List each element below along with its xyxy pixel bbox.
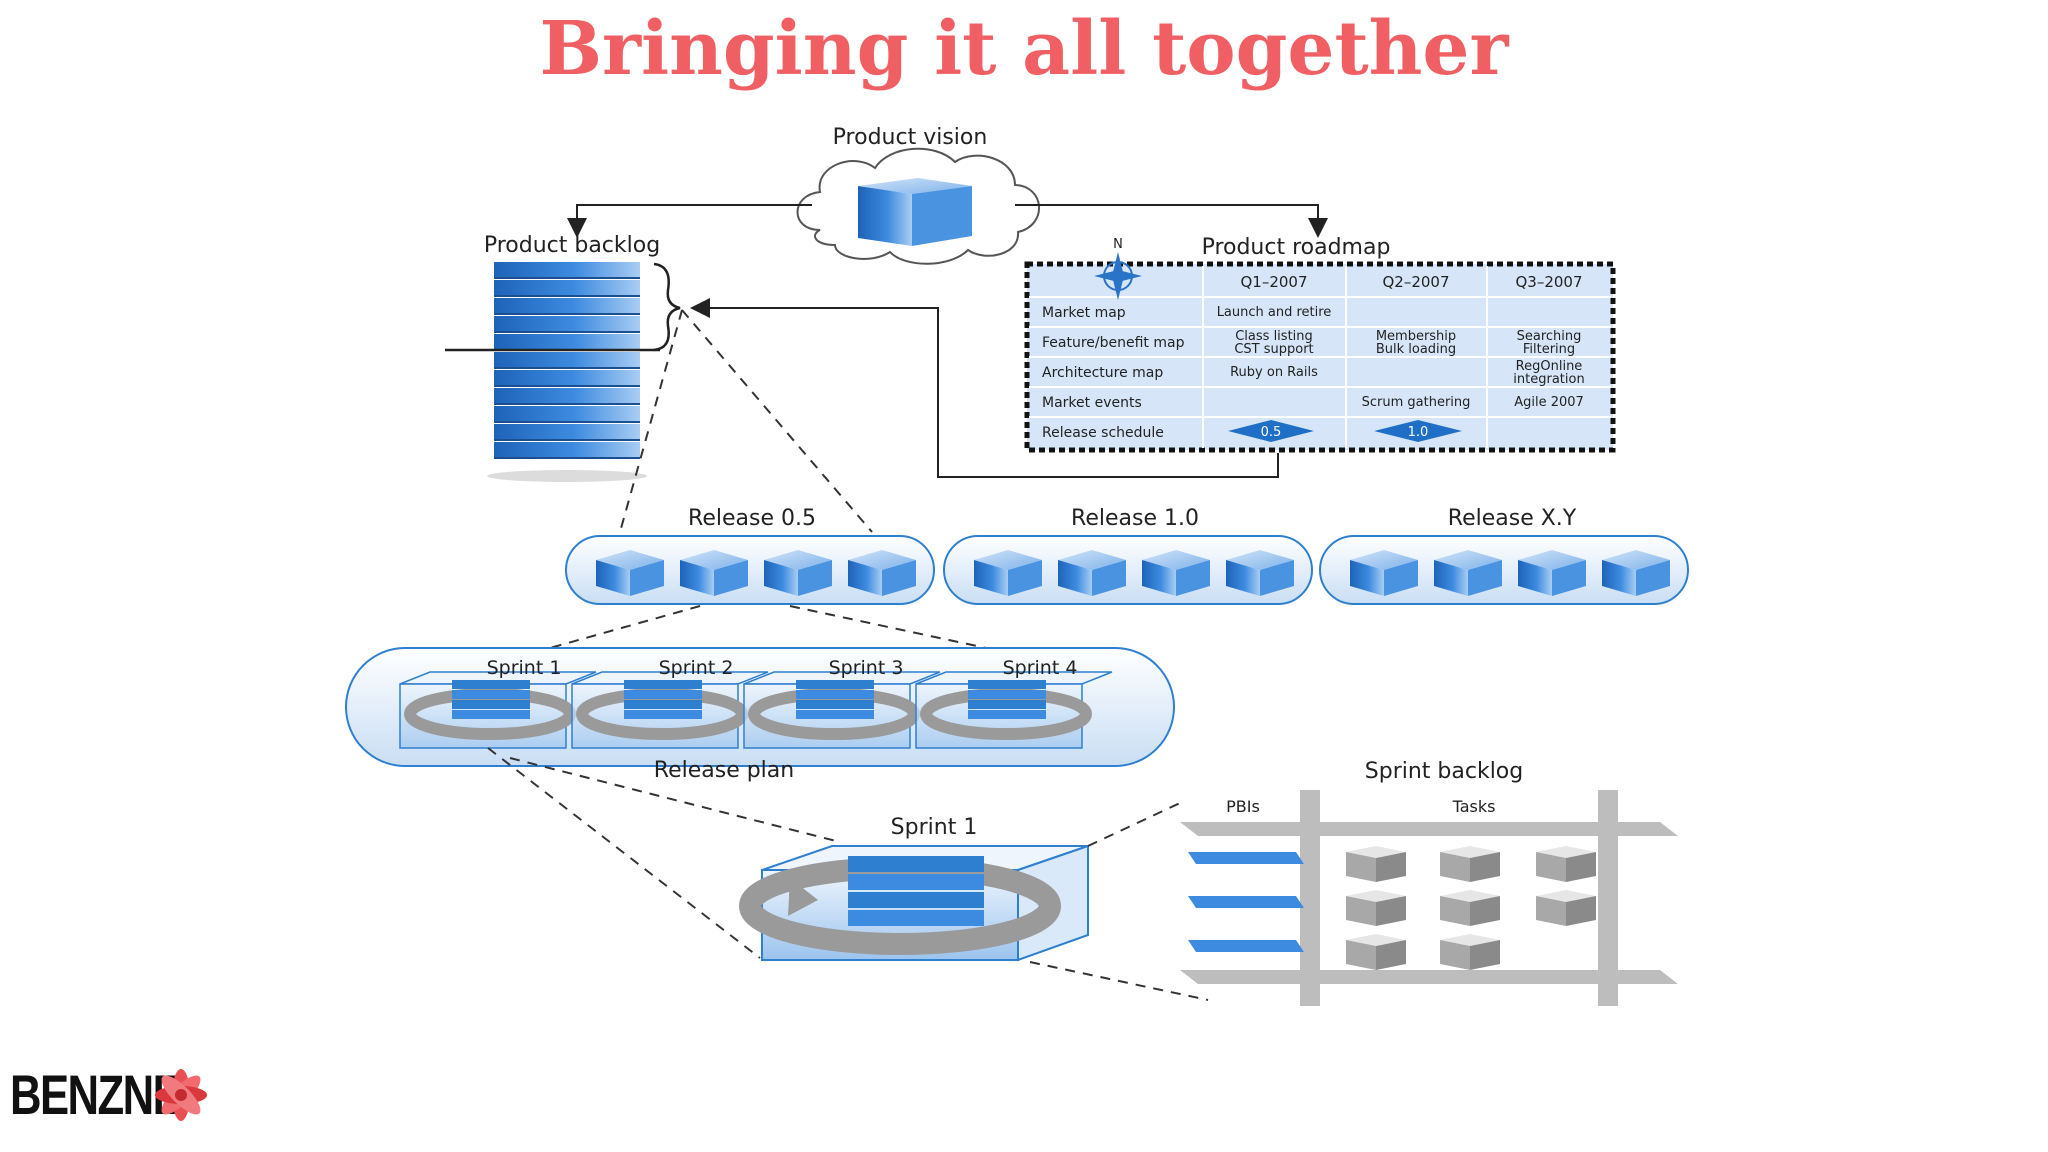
release-item-cube — [764, 550, 832, 596]
task-cube — [1440, 890, 1500, 926]
product-roadmap-label: Product roadmap — [1202, 235, 1391, 260]
quarter-header: Q1–2007 — [1240, 273, 1307, 291]
sprint-label: Sprint 2 — [659, 657, 734, 679]
release-item-cube — [1434, 550, 1502, 596]
release-item-cube — [848, 550, 916, 596]
task-cube — [1346, 890, 1406, 926]
roadmap-row-label: Release schedule — [1042, 425, 1164, 441]
release-pill — [943, 535, 1313, 605]
pbi-bars — [1188, 852, 1304, 952]
backlog-item — [494, 442, 640, 459]
milestone-marker: 0.5 — [1228, 420, 1314, 442]
backlog-to-release-dashes — [619, 309, 873, 533]
backlog-feedback-line — [690, 298, 1279, 478]
task-cube — [1536, 846, 1596, 882]
release-plan-sprint-box — [915, 671, 1113, 749]
backlog-item — [494, 262, 640, 279]
release-pill — [1319, 535, 1689, 605]
sprint-backlog-label: Sprint backlog — [1365, 759, 1523, 784]
brand-logo-text: BENZNE — [10, 1063, 182, 1126]
release-to-plan-dashes — [549, 605, 1006, 653]
compass-north-label: N — [1113, 237, 1123, 252]
roadmap-row-label: Market events — [1042, 395, 1142, 411]
release-plan-sprint-box — [399, 671, 597, 749]
release-item-cube — [1602, 550, 1670, 596]
backlog-item — [494, 352, 640, 369]
backlog-item — [494, 334, 640, 351]
task-cube — [1440, 934, 1500, 970]
backlog-item — [494, 406, 640, 423]
milestone-marker: 1.0 — [1374, 420, 1462, 442]
sprint-to-backlog-dashes — [1029, 802, 1209, 1001]
compass-icon: N — [1094, 237, 1142, 300]
task-cube — [1346, 846, 1406, 882]
backlog-item — [494, 316, 640, 333]
release-label: Release 1.0 — [1071, 506, 1199, 531]
release-item-cube — [1142, 550, 1210, 596]
backlog-item — [494, 298, 640, 315]
backlog-stack — [487, 262, 647, 482]
release-item-cube — [1058, 550, 1126, 596]
release-plan-sprints — [399, 671, 1113, 749]
sprint-label: Sprint 4 — [1003, 657, 1078, 679]
release-plan-sprint-box — [571, 671, 769, 749]
release-item-cube — [1226, 550, 1294, 596]
product-vision-label: Product vision — [833, 125, 988, 150]
milestone-label: 0.5 — [1261, 425, 1282, 440]
release-item-cube — [680, 550, 748, 596]
vision-arrows — [567, 204, 1328, 238]
sprint-backlog-grid — [1180, 790, 1678, 1006]
roadmap-table: N Q1–2007 Q2–2007 Q3–2007 Market map Fea… — [1024, 237, 1616, 453]
roadmap-cell: Agile 2007 — [1514, 395, 1584, 410]
sprint-detail-box — [739, 844, 1089, 962]
sprint-label: Sprint 1 — [487, 657, 562, 679]
slide-title: Bringing it all together — [539, 6, 1509, 92]
release-label: Release X.Y — [1448, 506, 1577, 531]
milestone-label: 1.0 — [1408, 425, 1429, 440]
roadmap-row-label: Market map — [1042, 305, 1126, 321]
task-cube — [1536, 890, 1596, 926]
quarter-header: Q2–2007 — [1382, 273, 1449, 291]
roadmap-cell: Ruby on Rails — [1230, 365, 1318, 380]
plan-to-sprint-dashes — [487, 747, 841, 959]
release-item-cube — [596, 550, 664, 596]
task-cubes — [1346, 846, 1596, 970]
roadmap-cell: Launch and retire — [1217, 305, 1332, 320]
release-plan-label: Release plan — [654, 758, 794, 783]
backlog-item — [494, 280, 640, 297]
release-plan-sprint-box — [743, 671, 941, 749]
sprint-label: Sprint 3 — [829, 657, 904, 679]
benzne-flower-icon — [155, 1069, 207, 1121]
tasks-label: Tasks — [1452, 797, 1496, 816]
quarter-header: Q3–2007 — [1515, 273, 1582, 291]
release-item-cube — [1518, 550, 1586, 596]
product-backlog-label: Product backlog — [484, 233, 660, 258]
sprint-detail-label: Sprint 1 — [891, 815, 978, 840]
vision-cube — [858, 178, 972, 246]
backlog-item — [494, 370, 640, 387]
roadmap-cell: Scrum gathering — [1362, 395, 1471, 410]
release-pill — [565, 535, 935, 605]
task-cube — [1440, 846, 1500, 882]
backlog-item — [494, 424, 640, 441]
release-item-cube — [1350, 550, 1418, 596]
release-label: Release 0.5 — [688, 506, 816, 531]
roadmap-row-label: Feature/benefit map — [1042, 335, 1185, 351]
task-cube — [1346, 934, 1406, 970]
release-item-cube — [974, 550, 1042, 596]
backlog-item — [494, 388, 640, 405]
releases-row — [565, 535, 1689, 605]
roadmap-row-label: Architecture map — [1042, 365, 1163, 381]
pbis-label: PBIs — [1226, 797, 1260, 816]
backlog-brace — [445, 262, 681, 352]
